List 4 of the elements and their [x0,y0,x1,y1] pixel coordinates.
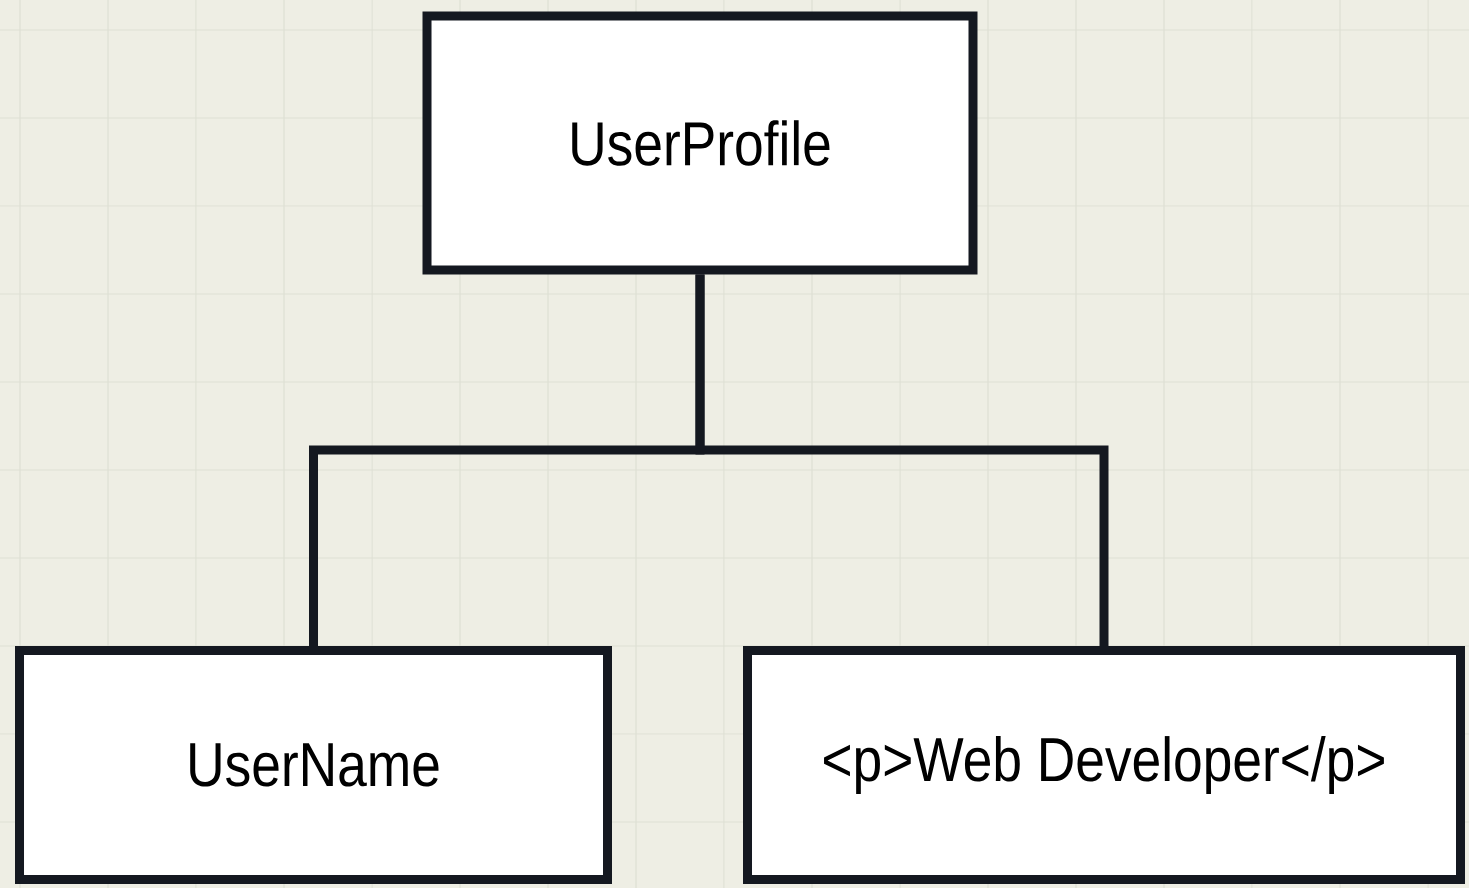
tree-box: UserName [15,646,612,884]
tree-box: UserProfile [422,11,978,275]
tree-box: <p>Web Developer</p> [743,646,1465,884]
connector-line [695,274,1109,646]
